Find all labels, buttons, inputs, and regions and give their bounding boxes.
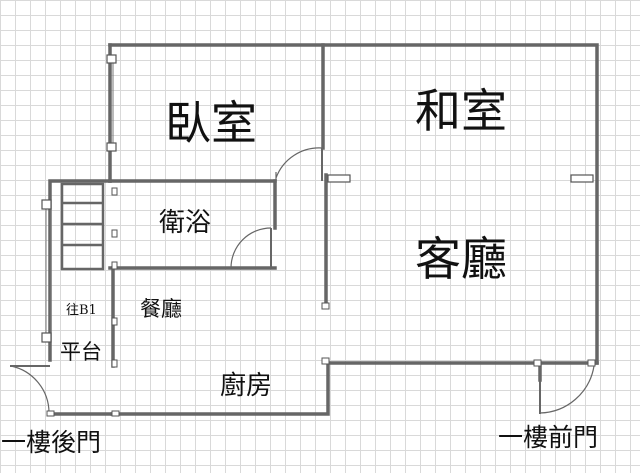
outer-wall-top bbox=[108, 43, 599, 365]
back-door-label: 一樓後門 bbox=[1, 428, 102, 457]
room-label-living-room: 客廳 bbox=[415, 232, 507, 286]
room-label-dining-room: 餐廳 bbox=[140, 297, 182, 321]
opening-marker bbox=[321, 302, 330, 310]
room-label-bedroom: 臥室 bbox=[165, 96, 257, 150]
opening-marker bbox=[111, 229, 118, 238]
opening-marker bbox=[46, 410, 55, 417]
door-back bbox=[10, 365, 50, 414]
front-door-label: 一樓前門 bbox=[498, 423, 599, 452]
door-bedroom bbox=[275, 147, 323, 181]
room-label-bathroom: 衛浴 bbox=[159, 208, 212, 238]
window-marker bbox=[327, 174, 351, 183]
door-bathroom bbox=[230, 227, 272, 269]
room-label-platform: 平台 bbox=[60, 340, 102, 364]
room-label-kitchen: 廚房 bbox=[220, 371, 273, 401]
stairs-label: 往B1 bbox=[66, 303, 97, 318]
window-marker bbox=[41, 199, 52, 210]
window-marker bbox=[570, 174, 594, 183]
outer-wall-kitchen bbox=[110, 361, 542, 416]
window-marker bbox=[106, 142, 117, 152]
opening-marker bbox=[111, 261, 118, 270]
opening-marker bbox=[111, 410, 120, 417]
opening-marker bbox=[533, 359, 542, 367]
room-label-japanese-room: 和室 bbox=[415, 84, 507, 138]
opening-marker bbox=[111, 187, 118, 196]
opening-marker bbox=[111, 317, 118, 326]
door-front bbox=[539, 365, 595, 414]
opening-marker bbox=[321, 357, 330, 365]
opening-marker bbox=[111, 359, 118, 368]
staircase bbox=[60, 182, 105, 271]
stair-wall bbox=[48, 179, 112, 362]
opening-marker bbox=[587, 359, 596, 367]
window-marker bbox=[106, 54, 117, 64]
window-marker bbox=[41, 332, 52, 343]
